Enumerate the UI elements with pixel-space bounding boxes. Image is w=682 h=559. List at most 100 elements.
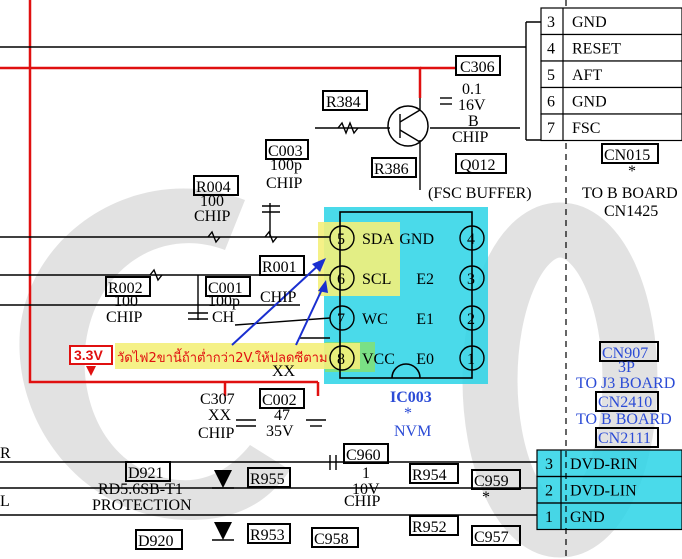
- connector-pin-number: 7: [547, 120, 555, 137]
- c002-v2: 35V: [266, 423, 294, 440]
- c959-ref: C959: [474, 473, 509, 490]
- cn907-ref: CN907: [602, 345, 648, 362]
- annotation: 3.3V วัดไฟ2ขานี้ถ้าต่ำกว่า2V.ให้ปลดซีตาม: [69, 345, 328, 376]
- connector-pin-name: AFT: [572, 67, 602, 84]
- ic-pin-number: 1: [467, 351, 475, 368]
- c306-v1: 0.1: [462, 81, 482, 98]
- connector-row: [540, 60, 682, 89]
- q012-ref: Q012: [460, 157, 496, 174]
- r004-ref: R004: [196, 179, 231, 196]
- r384-ref: R384: [326, 94, 361, 111]
- c960-v1: 1: [362, 465, 370, 482]
- ic-ref-label: IC003: [390, 389, 432, 406]
- connector-pin-number: 2: [545, 483, 553, 500]
- ic-pin-circle: [459, 305, 485, 331]
- r954-ref: R954: [412, 467, 447, 484]
- connector-pin-number: 3: [547, 14, 555, 31]
- ic-pin-number: 4: [467, 231, 475, 248]
- r952-ref: R952: [412, 519, 447, 536]
- c003a-ref: C003: [268, 143, 303, 160]
- connector-pin-name: FSC: [572, 120, 600, 137]
- voltage-badge-box: [69, 345, 113, 365]
- connector-row: [540, 7, 682, 36]
- c306-v2: 16V: [458, 97, 486, 114]
- connector-pin-name: GND: [570, 509, 605, 526]
- cn2410-ref: CN2410: [598, 394, 652, 411]
- ic-pin-circle: [459, 265, 485, 291]
- rd-ref: RD5.6SB-T1: [98, 481, 183, 498]
- r004-v2: CHIP: [194, 208, 231, 225]
- ic-pin-number: 7: [337, 311, 345, 328]
- annotation-arrows: [231, 261, 325, 346]
- component-symbols: [149, 97, 452, 470]
- voltage-badge-pointer: [86, 366, 96, 376]
- ic-pin-name: WC: [362, 311, 388, 328]
- cn015-ref: CN015: [604, 147, 650, 164]
- left-l-label: L: [0, 493, 10, 510]
- cn015-note2: CN1425: [604, 203, 658, 220]
- q012-note: (FSC BUFFER): [428, 185, 532, 202]
- c958-ref: C958: [314, 531, 349, 548]
- rd-v1: PROTECTION: [92, 497, 192, 514]
- d920-ref: D920: [138, 533, 174, 550]
- connector-row: [536, 502, 682, 531]
- connector-pin-name: DVD-LIN: [570, 483, 637, 500]
- c957-ref: C957: [474, 529, 509, 546]
- part-labels: C306 0.1 16V B CHIP R384 R386 Q012 (FSC …: [0, 55, 532, 550]
- to-j3-note: TO J3 BOARD: [576, 375, 675, 392]
- ic-pin-number: 3: [467, 271, 475, 288]
- ic-pin-name: E2: [416, 271, 434, 288]
- diode-d921-symbol: [212, 470, 234, 489]
- c002-v1: 47: [274, 407, 290, 424]
- left-r-label: R: [0, 445, 11, 462]
- ic-pin-number: 8: [337, 351, 345, 368]
- connector-pin-name: DVD-RIN: [570, 456, 638, 473]
- ic-notch: [391, 363, 421, 379]
- to-b-note: TO B BOARD: [576, 411, 672, 428]
- r001-ref: R001: [262, 259, 297, 276]
- ic-pin-circle: [459, 345, 485, 371]
- cn015-note: TO B BOARD: [582, 185, 678, 202]
- c001-v1: 100p: [208, 293, 240, 310]
- ic-star: *: [404, 405, 412, 422]
- r953-ref: R953: [250, 527, 285, 544]
- ic-pin-number: 2: [467, 311, 475, 328]
- q012-transistor-leads: [399, 109, 421, 143]
- cn015-star: *: [628, 163, 636, 180]
- c960-v2: 10V: [352, 481, 380, 498]
- ic-pin-name: E1: [416, 311, 434, 328]
- ic-pin-number: 5: [337, 231, 345, 248]
- r002-v2: CHIP: [106, 309, 143, 326]
- c003a-v2: CHIP: [266, 175, 303, 192]
- c306-v4: CHIP: [452, 129, 489, 146]
- connector-pin-number: 6: [547, 94, 555, 111]
- ic-pin-circle: [329, 265, 355, 291]
- connector-pin-name: GND: [572, 14, 607, 31]
- c960-v3: CHIP: [344, 493, 381, 510]
- q012-transistor-symbol: [387, 105, 429, 147]
- c959-star: *: [482, 489, 490, 506]
- c306-v3: B: [468, 113, 479, 130]
- annotation-arrowheads: [312, 258, 328, 293]
- ic-pin-name: E0: [416, 351, 434, 368]
- ic-pin-circle: [329, 305, 355, 331]
- connector-pin-number: 5: [547, 67, 555, 84]
- ic-pin-circle: [329, 345, 355, 371]
- voltage-badge: 3.3V: [74, 347, 103, 363]
- cn2111-ref: CN2111: [598, 430, 651, 447]
- c960-ref: C960: [346, 447, 381, 464]
- connector-row: [540, 113, 682, 142]
- ic-pin-name: SCL: [362, 271, 391, 288]
- c306-ref: C306: [460, 59, 495, 76]
- c307-v1: XX: [208, 407, 232, 424]
- xx-label: XX: [272, 363, 296, 380]
- r386-ref: R386: [374, 161, 409, 178]
- ic-pin-name: VCC: [362, 351, 395, 368]
- ic-pin-number: 6: [337, 271, 345, 288]
- connector-pin-number: 3: [545, 456, 553, 473]
- connector-pin-number: 4: [547, 41, 555, 58]
- r001-v1: CHIP: [260, 289, 297, 306]
- ic-pin-circle: [329, 225, 355, 251]
